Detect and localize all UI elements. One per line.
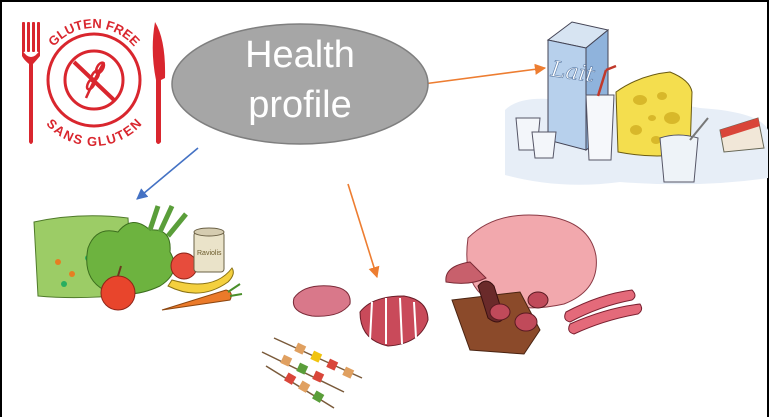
salami-icon [477, 280, 549, 332]
fork-icon [22, 22, 40, 144]
meat-illustration [261, 214, 643, 409]
skewers-icon [261, 337, 363, 409]
arrow-to-dairy [407, 63, 547, 87]
roast-icon [359, 295, 429, 347]
apple-icon [100, 275, 136, 311]
health-profile-label: Health profile [175, 30, 425, 130]
banana-icon [167, 267, 234, 294]
wheat-icon [84, 61, 106, 99]
arrow-to-meat [347, 183, 380, 279]
svg-text:SANS GLUTEN: SANS GLUTEN [44, 116, 145, 149]
gluten-free-logo-icon: GLUTEN FREE SANS GLUTEN [22, 16, 166, 149]
health-profile-label-line1: Health [245, 34, 355, 76]
logo-text-bottom: SANS GLUTEN [44, 116, 145, 149]
can-label: Raviolis [197, 250, 222, 257]
can-icon: Raviolis [193, 227, 225, 273]
cutting-board-icon [451, 291, 541, 355]
tomato-icon [170, 252, 198, 280]
cake-slice-icon [719, 117, 765, 153]
sausages-icon [564, 289, 643, 335]
yogurt-cup-icon [515, 117, 709, 183]
steak-icon [292, 285, 351, 317]
knife-icon [152, 22, 166, 144]
health-profile-label-line2: profile [248, 84, 352, 126]
milk-glass-icon [585, 64, 617, 161]
dairy-products-illustration: Lait [505, 21, 768, 185]
carrot-icon [161, 289, 232, 311]
health-profile-node [171, 23, 429, 145]
vegetables-illustration: Raviolis [33, 204, 243, 311]
arrow-to-produce [136, 147, 199, 200]
